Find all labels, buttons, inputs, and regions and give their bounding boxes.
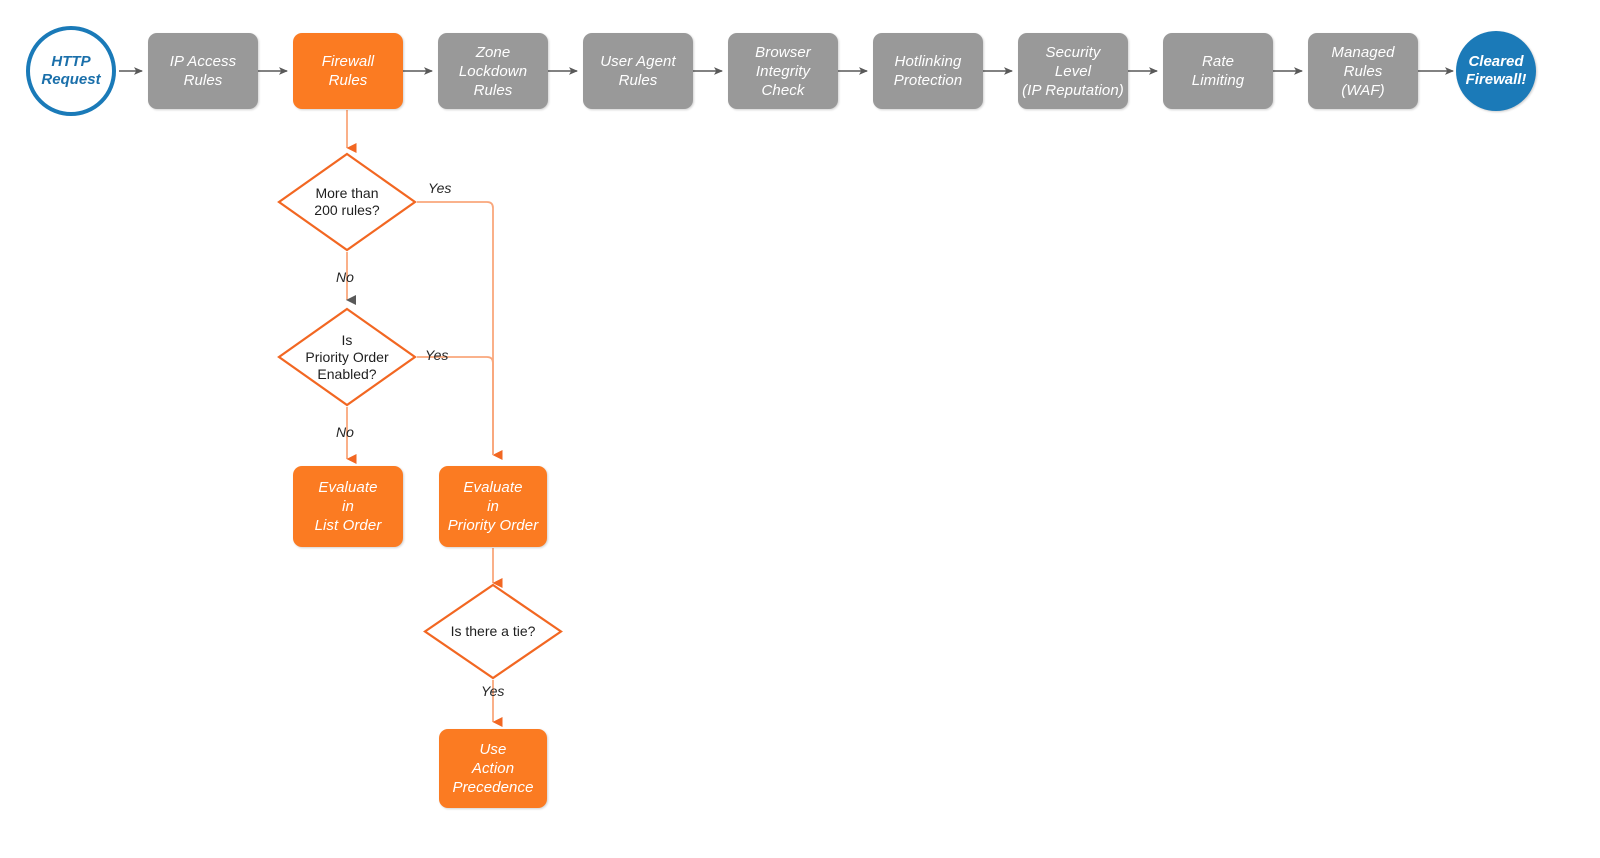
node-zone-lockdown-rules[interactable]: Zone Lockdown Rules [438,33,548,109]
edge-label-priority-order-yes: Yes [425,347,449,363]
node-hotlinking-protection[interactable]: Hotlinking Protection [873,33,983,109]
node-firewall-rules[interactable]: Firewall Rules [293,33,403,109]
edge-decision1-yes [417,201,503,460]
node-evaluate-priority-order[interactable]: Evaluate in Priority Order [439,466,547,547]
edge-label-more-than-200-yes: Yes [428,180,452,196]
edge-label-priority-order-no: No [336,424,354,440]
node-label: User Agent Rules [600,53,676,89]
decision-priority-order-enabled[interactable]: Is Priority Order Enabled? [277,307,417,407]
decision-label: Is there a tie? [450,623,536,639]
edge-decision2-yes [417,356,494,455]
node-label: Managed Rules (WAF) [1331,43,1395,99]
node-label: Hotlinking Protection [893,53,963,89]
node-label: Rate Limiting [1191,53,1245,89]
diamond-shape [423,583,563,680]
node-ip-access-rules[interactable]: IP Access Rules [148,33,258,109]
node-label: Firewall Rules [321,53,375,89]
node-user-agent-rules[interactable]: User Agent Rules [583,33,693,109]
node-browser-integrity-check[interactable]: Browser Integrity Check [728,33,838,109]
node-label: Zone Lockdown Rules [458,43,528,99]
decision-more-than-200-rules[interactable]: More than 200 rules? [277,152,417,252]
node-evaluate-list-order[interactable]: Evaluate in List Order [293,466,403,547]
decision-label: More than 200 rules? [314,185,380,218]
node-label: Evaluate in Priority Order [447,479,539,534]
node-label: IP Access Rules [169,53,237,89]
edge-label-more-than-200-no: No [336,269,354,285]
node-rate-limiting[interactable]: Rate Limiting [1163,33,1273,109]
node-managed-rules-waf[interactable]: Managed Rules (WAF) [1308,33,1418,109]
edge-label-tie-yes: Yes [481,683,505,699]
node-label: Use Action Precedence [452,741,534,796]
decision-is-there-a-tie[interactable]: Is there a tie? [423,583,563,680]
diamond-shape [277,152,417,252]
node-security-level[interactable]: Security Level (IP Reputation) [1018,33,1128,109]
node-label: HTTP Request [41,53,101,88]
node-cleared-firewall[interactable]: Cleared Firewall! [1456,31,1536,111]
node-label: Browser Integrity Check [755,43,811,99]
node-label: Evaluate in List Order [314,479,382,534]
node-http-request[interactable]: HTTP Request [26,26,116,116]
node-label: Security Level (IP Reputation) [1022,43,1124,99]
node-use-action-precedence[interactable]: Use Action Precedence [439,729,547,808]
diamond-shape [277,307,417,407]
decision-label: Is Priority Order Enabled? [305,331,389,382]
node-label: Cleared Firewall! [1465,53,1527,88]
